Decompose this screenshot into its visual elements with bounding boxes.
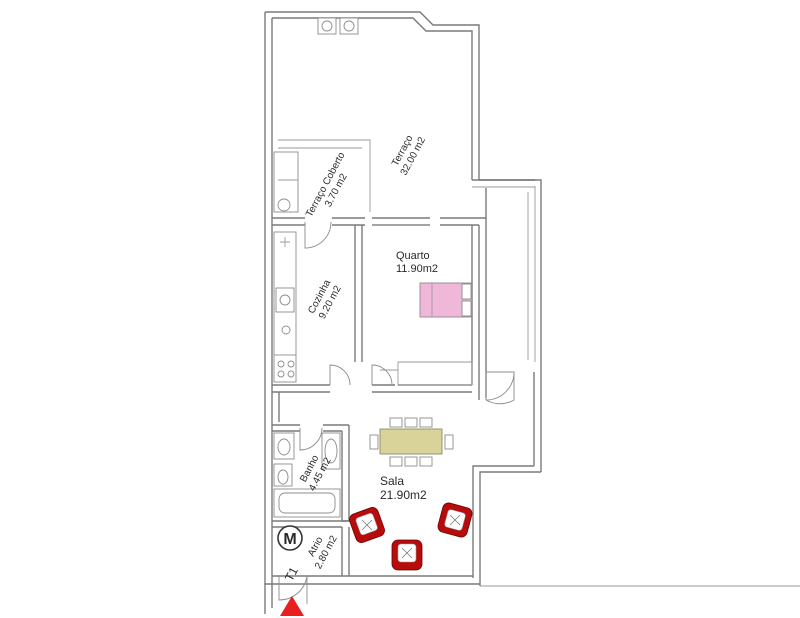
label-quarto: Quarto 11.90m2 bbox=[396, 250, 438, 275]
label-terraco-coberto: Terraço Coberto 3.70 m2 bbox=[304, 150, 350, 219]
t1-tag: T1 bbox=[282, 564, 301, 583]
terrace-fixtures bbox=[273, 17, 359, 213]
bed bbox=[419, 282, 473, 318]
armchair-left bbox=[349, 507, 385, 543]
label-sala: Sala 21.90m2 bbox=[380, 474, 427, 502]
armchairs bbox=[349, 502, 473, 571]
meter-m-icon: M bbox=[277, 525, 303, 551]
outer-walls bbox=[264, 11, 800, 614]
armchair-bottom bbox=[391, 539, 423, 571]
doors bbox=[278, 221, 515, 604]
dining-set bbox=[369, 417, 454, 467]
sala-area: 21.90m2 bbox=[380, 488, 427, 502]
bathroom-fixtures bbox=[273, 432, 341, 518]
meter-label: M bbox=[283, 531, 296, 548]
armchair-right bbox=[437, 502, 473, 538]
label-terraco: Terraço 32.00 m2 bbox=[390, 133, 428, 177]
quarto-area: 11.90m2 bbox=[396, 263, 438, 275]
quarto-name: Quarto bbox=[396, 250, 430, 262]
entrance-triangle-icon bbox=[280, 596, 304, 616]
kitchen-fixtures bbox=[273, 231, 297, 383]
label-cozinha: Cozinha 9.20 m2 bbox=[306, 278, 344, 321]
sala-name: Sala bbox=[380, 474, 404, 488]
label-atrio: Atrio 2.80 m2 bbox=[306, 534, 340, 571]
